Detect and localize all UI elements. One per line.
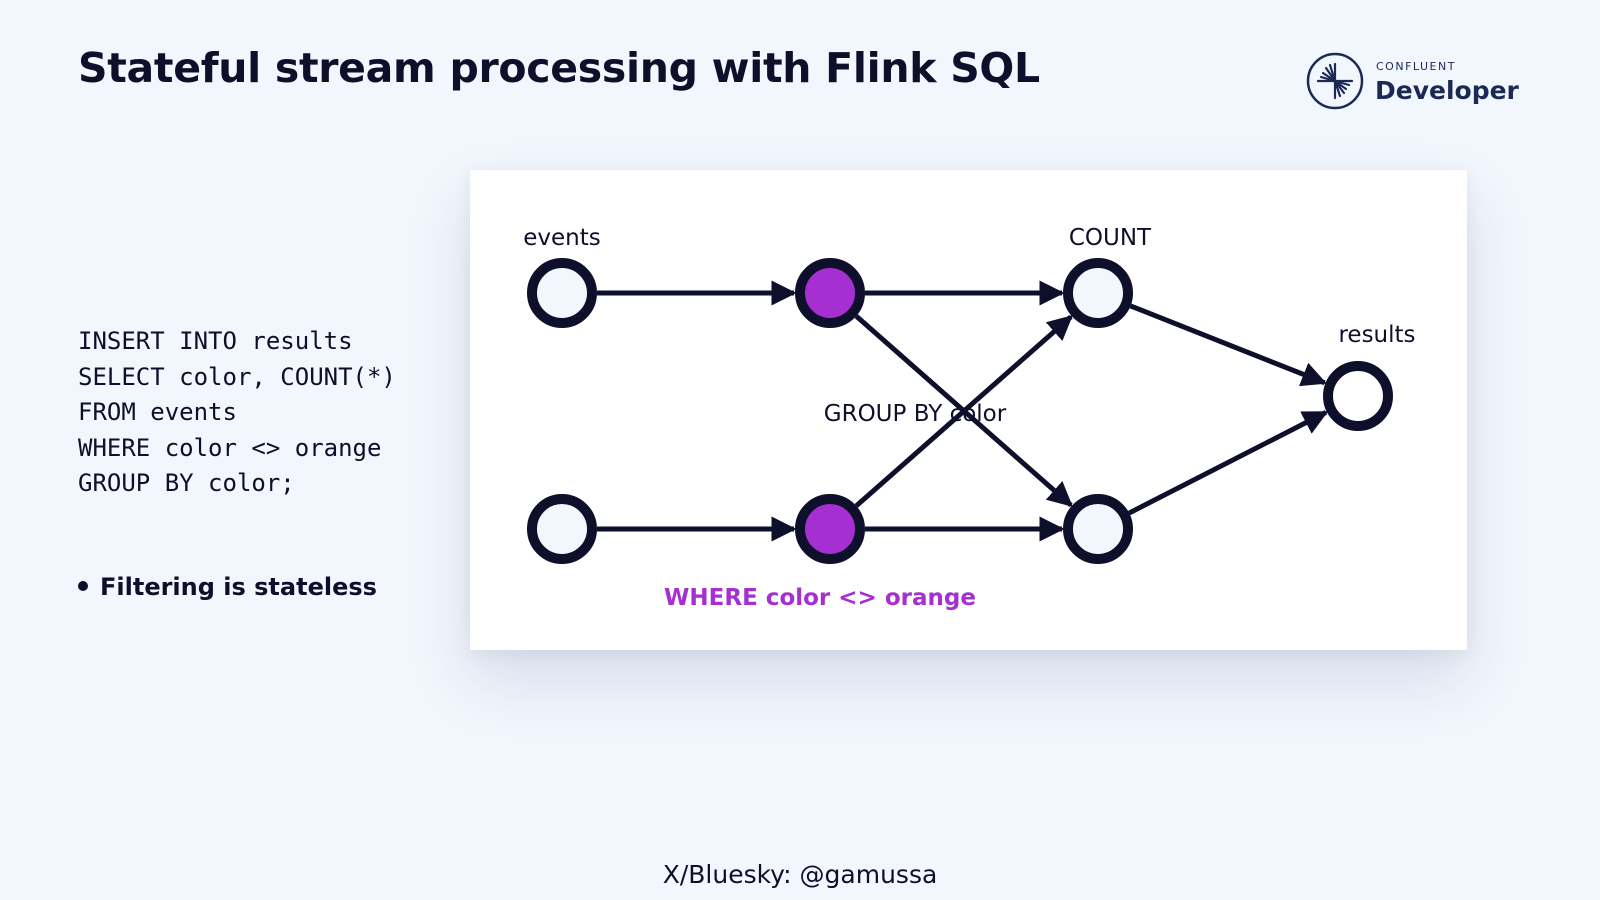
bullet-dot-icon <box>78 581 88 591</box>
bullet-item: Filtering is stateless <box>78 573 377 601</box>
edge-count-2-to-results <box>1128 410 1329 516</box>
code-line: GROUP BY color; <box>78 469 295 497</box>
label-where-filter: WHERE color <> orange <box>664 585 976 611</box>
label-results: results <box>1338 322 1415 348</box>
dataflow-diagram-panel: events COUNT results GROUP BY color WHER… <box>470 170 1467 650</box>
confluent-starburst-icon <box>1306 52 1364 110</box>
node-filter-2 <box>795 494 865 564</box>
node-count-1 <box>1063 258 1133 328</box>
code-line: SELECT color, COUNT(*) <box>78 362 396 391</box>
code-line: FROM events <box>78 398 237 426</box>
node-source-1 <box>527 258 597 328</box>
label-count: COUNT <box>1069 225 1152 251</box>
node-count-2 <box>1063 494 1133 564</box>
dataflow-diagram: events COUNT results GROUP BY color WHER… <box>523 225 1415 611</box>
confluent-developer-logo: CONFLUENT Developer <box>1306 52 1536 114</box>
label-events: events <box>523 225 601 251</box>
label-group-by: GROUP BY color <box>824 401 1007 427</box>
bullet-text: Filtering is stateless <box>100 573 377 601</box>
edge-filter-2-to-count-1 <box>854 314 1073 508</box>
logo-brand-text: CONFLUENT <box>1376 60 1456 73</box>
node-source-2 <box>527 494 597 564</box>
slide-title: Stateful stream processing with Flink SQ… <box>78 44 1040 92</box>
code-line: WHERE color <> orange <box>78 433 382 462</box>
node-results <box>1323 361 1393 431</box>
footer-handle: X/Bluesky: @gamussa <box>662 860 938 889</box>
node-filter-1 <box>795 258 865 328</box>
edge-count-1-to-results <box>1129 303 1327 387</box>
logo-product-text: Developer <box>1375 76 1519 105</box>
code-line: INSERT INTO results <box>78 327 353 355</box>
